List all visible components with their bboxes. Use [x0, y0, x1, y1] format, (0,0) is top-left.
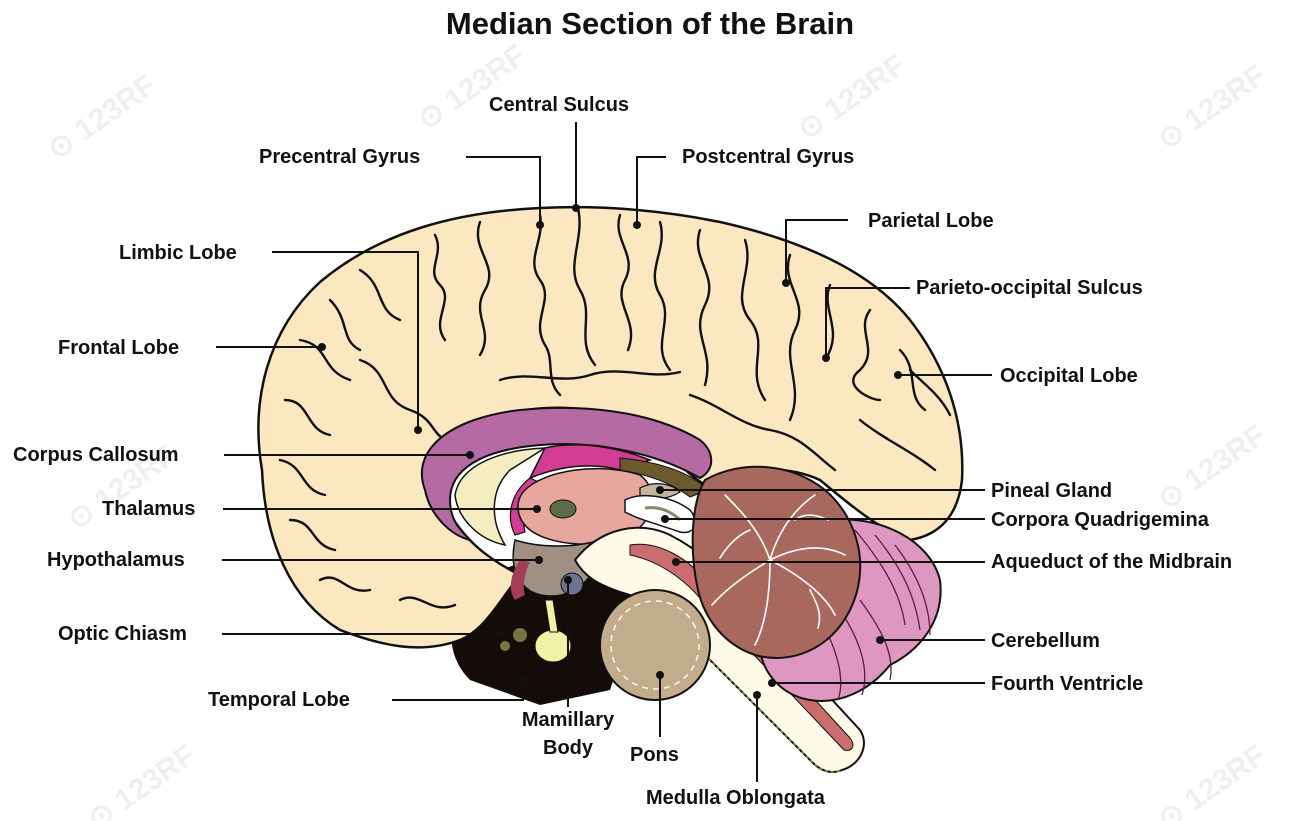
arbor-vitae	[711, 494, 846, 646]
label-parieto-occipital-sulcus: Parieto-occipital Sulcus	[916, 277, 1143, 299]
pons-shape	[599, 589, 711, 701]
ventricle-shape	[454, 447, 548, 547]
label-pons: Pons	[630, 744, 679, 766]
label-central-sulcus: Central Sulcus	[489, 94, 630, 116]
leader-dots	[318, 204, 902, 699]
corpus-callosum-shape	[420, 406, 713, 542]
diagram-title: Median Section of the Brain	[445, 6, 855, 41]
label-pineal-gland: Pineal Gland	[991, 480, 1113, 502]
pituitary-stalk	[544, 599, 559, 633]
label-precentral-gyrus: Precentral Gyrus	[259, 146, 421, 168]
label-parietal-lobe: Parietal Lobe	[868, 210, 994, 232]
medulla-hatching	[699, 649, 843, 773]
optic-chiasm-shape	[510, 560, 530, 600]
label-frontal-lobe: Frontal Lobe	[58, 337, 180, 359]
label-thalamus: Thalamus	[102, 498, 196, 520]
label-mamillary-body-line1: Mamillary	[521, 709, 615, 731]
thalamus-nucleus	[549, 499, 577, 519]
leader-lines	[216, 122, 992, 782]
sulci-lines	[278, 206, 952, 609]
aqueduct-shape	[629, 543, 854, 751]
pituitary-shape	[534, 629, 572, 663]
label-aqueduct-of-the-midbrain: Aqueduct of the Midbrain	[991, 551, 1233, 573]
label-corpora-quadrigemina: Corpora Quadrigemina	[991, 509, 1209, 531]
label-postcentral-gyrus: Postcentral Gyrus	[682, 146, 855, 168]
label-limbic-lobe: Limbic Lobe	[119, 242, 237, 264]
label-cerebellum: Cerebellum	[991, 630, 1100, 652]
label-occipital-lobe: Occipital Lobe	[1000, 365, 1138, 387]
label-hypothalamus: Hypothalamus	[47, 549, 185, 571]
label-medulla-oblongata: Medulla Oblongata	[646, 787, 825, 809]
cerebrum	[257, 205, 964, 649]
brainstem-shape	[573, 526, 865, 773]
label-temporal-lobe: Temporal Lobe	[208, 689, 350, 711]
mamillary-body-shape	[560, 572, 584, 596]
label-fourth-ventricle: Fourth Ventricle	[991, 673, 1144, 695]
label-optic-chiasm: Optic Chiasm	[58, 623, 187, 645]
label-mamillary-body-line2: Body	[543, 737, 593, 759]
label-corpus-callosum: Corpus Callosum	[13, 444, 179, 466]
